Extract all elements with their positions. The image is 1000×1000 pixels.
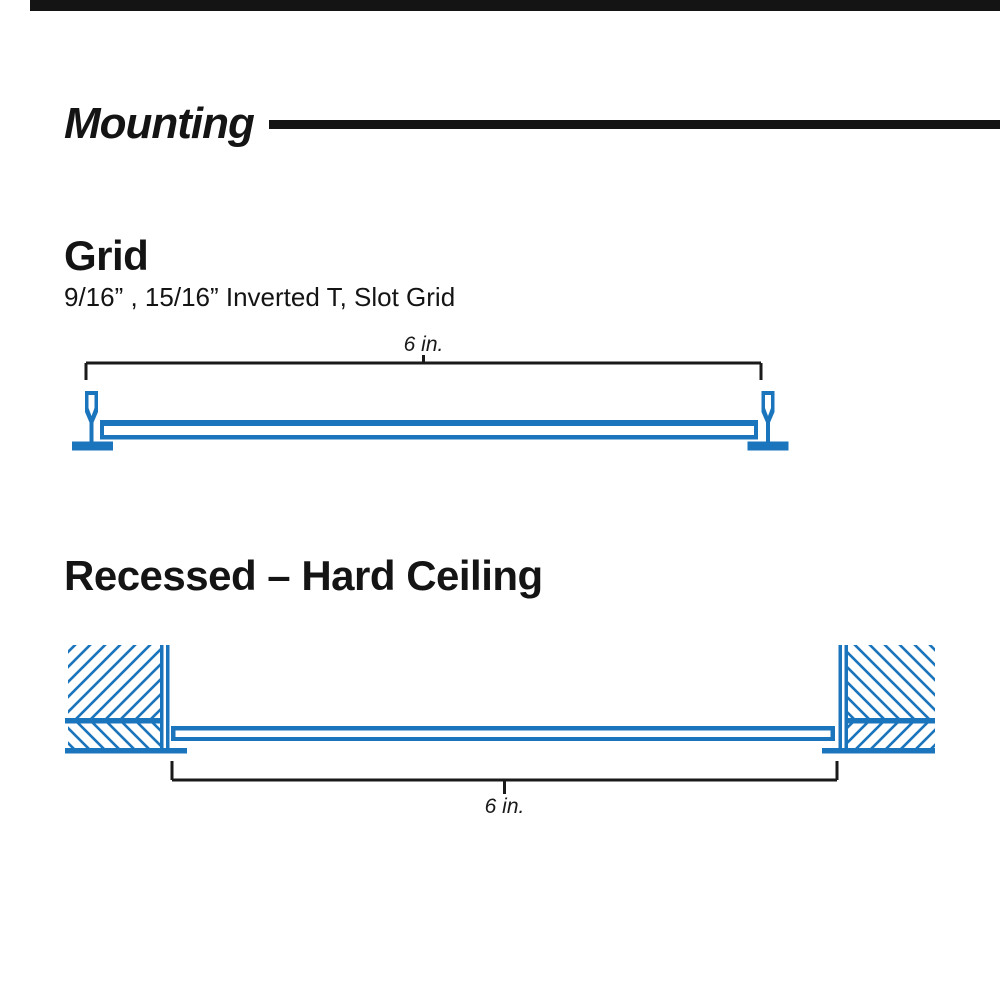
title-rule bbox=[269, 120, 1000, 129]
recessed-dimension: 6 in. bbox=[170, 761, 839, 818]
grid-section-heading: Grid bbox=[64, 232, 149, 279]
fixture-trim-right bbox=[838, 645, 848, 752]
recessed-mounting-diagram: 6 in. bbox=[65, 645, 935, 818]
page-title: Mounting bbox=[64, 99, 255, 148]
fixture-panel bbox=[100, 420, 758, 440]
grid-section-subheading: 9/16” , 15/16” Inverted T, Slot Grid bbox=[64, 282, 456, 312]
grid-tee-right bbox=[747, 391, 789, 451]
grid-dimension-label: 6 in. bbox=[404, 333, 444, 356]
grid-tee-left bbox=[72, 391, 113, 451]
page-top-rule bbox=[30, 0, 1000, 11]
fixture-panel bbox=[171, 726, 835, 741]
ceiling-surface-lines bbox=[65, 718, 935, 754]
ceiling-hatch-right bbox=[848, 645, 935, 748]
grid-dimension: 6 in. bbox=[84, 333, 763, 380]
ceiling-hatch-left bbox=[68, 645, 160, 748]
fixture-trim-left bbox=[160, 645, 170, 752]
recessed-dimension-label: 6 in. bbox=[485, 795, 525, 818]
grid-mounting-diagram: 6 in. bbox=[72, 333, 789, 451]
recessed-section-heading: Recessed – Hard Ceiling bbox=[64, 552, 543, 599]
